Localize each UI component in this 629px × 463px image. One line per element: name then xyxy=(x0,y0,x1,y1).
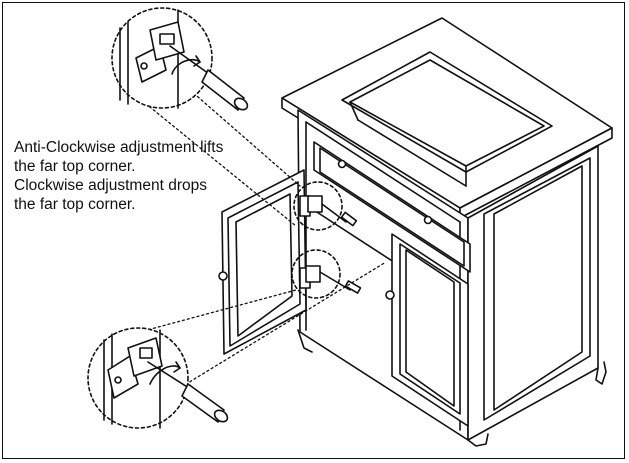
instruction-line-2: the far top corner. xyxy=(14,158,136,175)
bottom-zoom-callout xyxy=(87,327,189,429)
instruction-line-3: Clockwise adjustment drops xyxy=(14,177,207,194)
screwdriver-icon xyxy=(147,361,229,423)
hinge-icon xyxy=(305,195,323,283)
hinge-callouts xyxy=(291,181,343,299)
adjustment-instructions: Anti-Clockwise adjustment lifts the far … xyxy=(14,138,223,214)
top-zoom-callout xyxy=(111,7,213,109)
open-door xyxy=(218,169,311,355)
drawer xyxy=(313,141,471,273)
instruction-line-1: Anti-Clockwise adjustment lifts xyxy=(14,139,224,156)
screwdriver-icon xyxy=(169,45,249,111)
instruction-line-4: the far top corner. xyxy=(14,196,136,213)
right-door xyxy=(385,233,469,427)
